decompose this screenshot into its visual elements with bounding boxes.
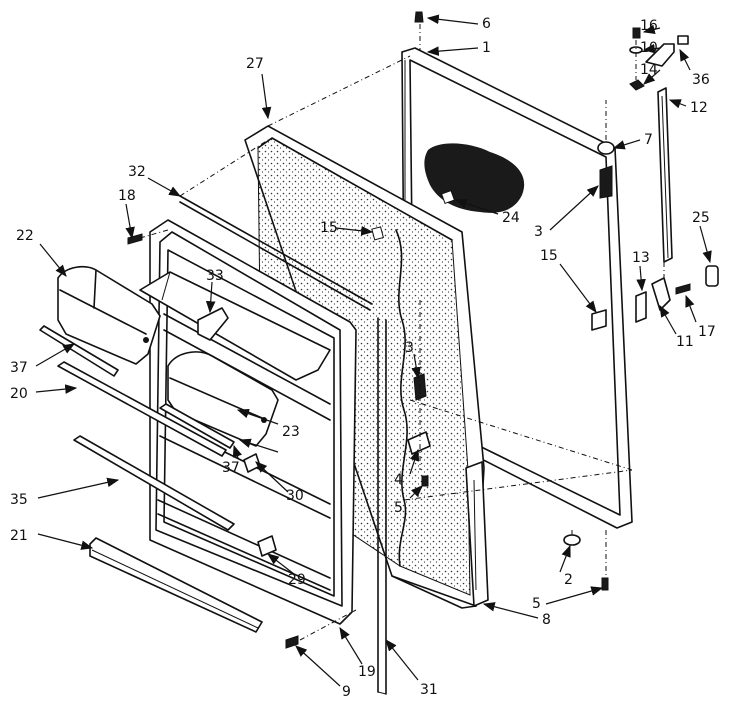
callout-15-lower: 15 <box>540 248 558 264</box>
callout-13: 13 <box>632 250 650 266</box>
callout-3-top: 3 <box>534 224 543 240</box>
callout-37-mid: 37 <box>222 460 240 476</box>
callout-31: 31 <box>420 682 438 698</box>
callout-22: 22 <box>16 228 34 244</box>
callout-9: 9 <box>342 684 351 700</box>
callout-17: 17 <box>698 324 716 340</box>
callout-15-top: 15 <box>320 220 338 236</box>
callout-labels: 1 2 3 3 4 5 5 6 7 8 9 10 11 12 13 14 15 … <box>10 16 716 700</box>
callout-36: 36 <box>692 72 710 88</box>
gasket-strip <box>377 317 387 695</box>
callout-5-mid: 5 <box>394 500 403 516</box>
hinge-assembly <box>127 11 719 649</box>
callout-6: 6 <box>482 16 491 32</box>
callout-3-mid: 3 <box>405 340 414 356</box>
callout-25: 25 <box>692 210 710 226</box>
callout-33: 33 <box>206 268 224 284</box>
callout-14: 14 <box>640 62 658 78</box>
callout-30: 30 <box>286 488 304 504</box>
callout-2: 2 <box>564 572 573 588</box>
callout-7: 7 <box>644 132 653 148</box>
callout-27: 27 <box>246 56 264 72</box>
callout-leaders <box>35 14 712 687</box>
callout-5-bottom: 5 <box>532 596 541 612</box>
callout-19: 19 <box>358 664 376 680</box>
callout-1: 1 <box>482 40 491 56</box>
assembly-lines <box>139 24 665 641</box>
callout-4: 4 <box>394 472 403 488</box>
callout-29: 29 <box>288 572 306 588</box>
callout-21: 21 <box>10 528 28 544</box>
callout-32: 32 <box>128 164 146 180</box>
callout-20: 20 <box>10 386 28 402</box>
callout-16: 16 <box>640 18 658 34</box>
callout-37-left: 37 <box>10 360 28 376</box>
callout-18: 18 <box>118 188 136 204</box>
callout-12: 12 <box>690 100 708 116</box>
callout-8: 8 <box>542 612 551 628</box>
callout-24: 24 <box>502 210 520 226</box>
retainer-bars <box>39 325 263 633</box>
callout-35: 35 <box>10 492 28 508</box>
callout-11: 11 <box>676 334 694 350</box>
callout-10: 10 <box>640 40 658 56</box>
callout-23: 23 <box>282 424 300 440</box>
